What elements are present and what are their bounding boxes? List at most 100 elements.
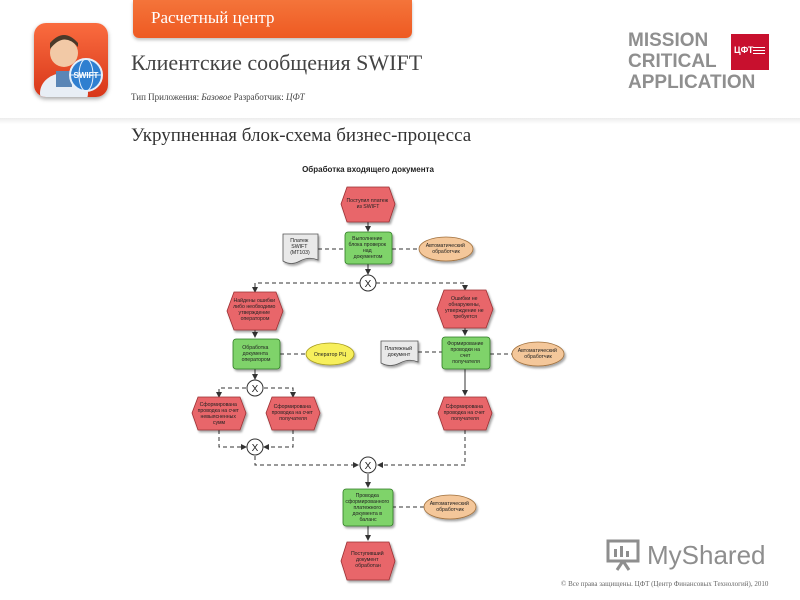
event-start-line: из SWIFT xyxy=(357,204,381,210)
event-receiver-right-line: Сформирована xyxy=(446,404,483,410)
event-no-errors-line: требуется xyxy=(453,314,477,320)
svg-text:Выполнение блока проверо: Выполнение блока проверок над документом xyxy=(348,236,387,260)
svg-text:Автоматический обработчи: Автоматический обработчик xyxy=(518,347,559,360)
event-receiver-right-line: проводка на счет xyxy=(444,410,486,416)
section-tab[interactable]: Расчетный центр xyxy=(133,0,412,38)
developer-label: Разработчик: xyxy=(233,92,284,102)
svg-text:Платеж SWIFT (MT10: Платеж SWIFT (MT103) xyxy=(290,238,310,256)
function-posting-line: счет xyxy=(460,353,471,359)
xor-symbol: X xyxy=(365,461,372,472)
document-swift-line: Платеж xyxy=(290,238,309,244)
svg-text:Автоматический обработчи: Автоматический обработчик xyxy=(430,500,471,513)
app-meta: Тип Приложения: Базовое Разработчик: ЦФТ xyxy=(131,92,305,102)
svg-text:Ошибки не обнаружены,: Ошибки не обнаружены, утверждение не тре… xyxy=(445,296,485,320)
user-globe-icon: SWIFT xyxy=(40,35,103,97)
event-no-errors-line: обнаружены, xyxy=(449,302,480,308)
presentation-board-icon xyxy=(606,539,640,571)
logo-line-3: APPLICATION xyxy=(628,72,756,93)
svg-text:Сформирована проводка на: Сформирована проводка на счет получателя xyxy=(444,404,487,422)
event-end-line: Поступивший xyxy=(351,550,384,557)
event-unknown-sums: Сформирована проводка на счет невыясненн… xyxy=(191,396,247,431)
event-no-errors-line: утверждение не xyxy=(445,308,484,314)
svg-text:Поступил платеж из SWIFT: Поступил платеж из SWIFT xyxy=(346,198,389,210)
event-no-errors: Ошибки не обнаружены, утверждение не тре… xyxy=(436,289,494,329)
document-swift-payment: Платеж SWIFT (MT103) xyxy=(282,233,319,264)
app-icon: SWIFT xyxy=(34,23,108,97)
app-type-value: Базовое xyxy=(201,92,232,102)
function-final-line: баланс xyxy=(359,517,377,523)
function-operator-line: Обработка xyxy=(242,345,268,351)
diagram-title: Обработка входящего документа xyxy=(302,165,434,174)
event-errors-line: утверждение xyxy=(239,310,271,316)
function-posting: Формирование проводки на счет получателя xyxy=(441,336,491,370)
function-posting-line: проводки на xyxy=(451,347,481,353)
event-unknown-line: невыясненных xyxy=(201,414,237,420)
logo-line-1: MISSION xyxy=(628,30,709,51)
xor-symbol: X xyxy=(365,279,372,290)
event-unknown-line: проводка на счет xyxy=(198,408,240,414)
event-receiver-right: Сформирована проводка на счет получателя xyxy=(437,396,493,431)
event-unknown-line: Сформирована xyxy=(200,402,237,408)
svg-text:Платежный документ: Платежный документ xyxy=(384,345,413,358)
event-receiver-left-line: Сформирована xyxy=(274,404,311,410)
function-posting-line: получателя xyxy=(452,359,480,365)
event-errors-found: Найдены ошибки либо необходимо утвержден… xyxy=(226,291,284,331)
function-check-block: Выполнение блока проверок над документом xyxy=(344,231,393,265)
document-payment-order: Платежный документ xyxy=(380,340,419,366)
svg-text:Обработка документа: Обработка документа оператором xyxy=(242,345,271,363)
svg-text:Поступивший документ: Поступивший документ обработан xyxy=(351,550,385,569)
document-swift-line: (MT103) xyxy=(290,250,310,256)
event-start: Поступил платеж из SWIFT xyxy=(340,186,396,223)
event-receiver-left: Сформирована проводка на счет получателя xyxy=(265,396,321,431)
function-operator-line: оператором xyxy=(242,357,271,363)
document-swift-line: SWIFT xyxy=(291,244,308,250)
svg-text:Автоматический обработчи: Автоматический обработчик xyxy=(426,242,467,255)
function-final-line: сформированного xyxy=(345,499,389,505)
document-payment-line: Платежный xyxy=(384,345,412,352)
cft-badge-label: ЦФТ xyxy=(734,45,754,55)
event-errors-line: оператором xyxy=(241,316,270,322)
svg-text:Сформирована проводка на: Сформирована проводка на счет невыясненн… xyxy=(198,402,241,426)
document-payment-line: документ xyxy=(388,352,411,358)
performer-auto-2: Автоматический обработчик xyxy=(511,341,565,367)
developer-value: ЦФТ xyxy=(286,92,305,102)
copyright: © Все права защищены. ЦФТ (Центр Финансо… xyxy=(561,580,769,588)
cft-badge: ЦФТ xyxy=(731,34,769,70)
xor-symbol: X xyxy=(252,443,259,454)
xor-connector-2: X xyxy=(246,379,264,397)
logo-line-2: CRITICAL xyxy=(628,51,717,72)
xor-symbol: X xyxy=(252,384,259,395)
svg-text:Формирование проводки на: Формирование проводки на счет получателя xyxy=(447,341,485,365)
function-final-line: платежного xyxy=(353,505,381,511)
function-check-line: над xyxy=(363,248,372,254)
function-operator-processing: Обработка документа оператором xyxy=(232,338,281,370)
swift-icon-label: SWIFT xyxy=(74,71,99,80)
svg-text:Проводка сформированного: Проводка сформированного платежного доку… xyxy=(345,493,390,523)
performer-auto-2-line: обработчик xyxy=(524,354,552,360)
event-end-line: документ xyxy=(356,557,379,563)
page-title: Клиентские сообщения SWIFT xyxy=(131,50,423,75)
event-start-line: Поступил платеж xyxy=(346,198,388,204)
mission-critical-logo: MISSION CRITICAL APPLICATION xyxy=(628,30,770,94)
event-errors-line: Найдены ошибки xyxy=(233,297,275,304)
event-unknown-line: сумм xyxy=(213,420,226,426)
function-check-line: блока проверок xyxy=(348,242,386,248)
dashed-connectors xyxy=(216,248,512,508)
event-receiver-left-line: проводка на счет xyxy=(272,410,314,416)
function-operator-line: документа xyxy=(243,351,268,357)
myshared-watermark: MyShared xyxy=(605,537,766,573)
performer-auto-3: Автоматический обработчик xyxy=(423,494,477,520)
xor-connector-4: X xyxy=(359,456,377,474)
app-type-label: Тип Приложения: xyxy=(131,92,200,102)
event-no-errors-line: Ошибки не xyxy=(451,296,478,302)
function-check-line: Выполнение xyxy=(352,236,382,242)
performer-operator: Оператор РЦ xyxy=(305,342,355,366)
performer-operator-label: Оператор РЦ xyxy=(314,352,346,358)
function-check-line: документом xyxy=(354,254,383,260)
section-tab-label: Расчетный центр xyxy=(151,8,275,27)
performer-auto-1: Автоматический обработчик xyxy=(418,236,474,262)
performer-auto-3-line: Автоматический xyxy=(430,500,469,507)
myshared-brand: MyShared xyxy=(647,540,766,570)
event-errors-line: либо необходимо xyxy=(233,304,275,310)
